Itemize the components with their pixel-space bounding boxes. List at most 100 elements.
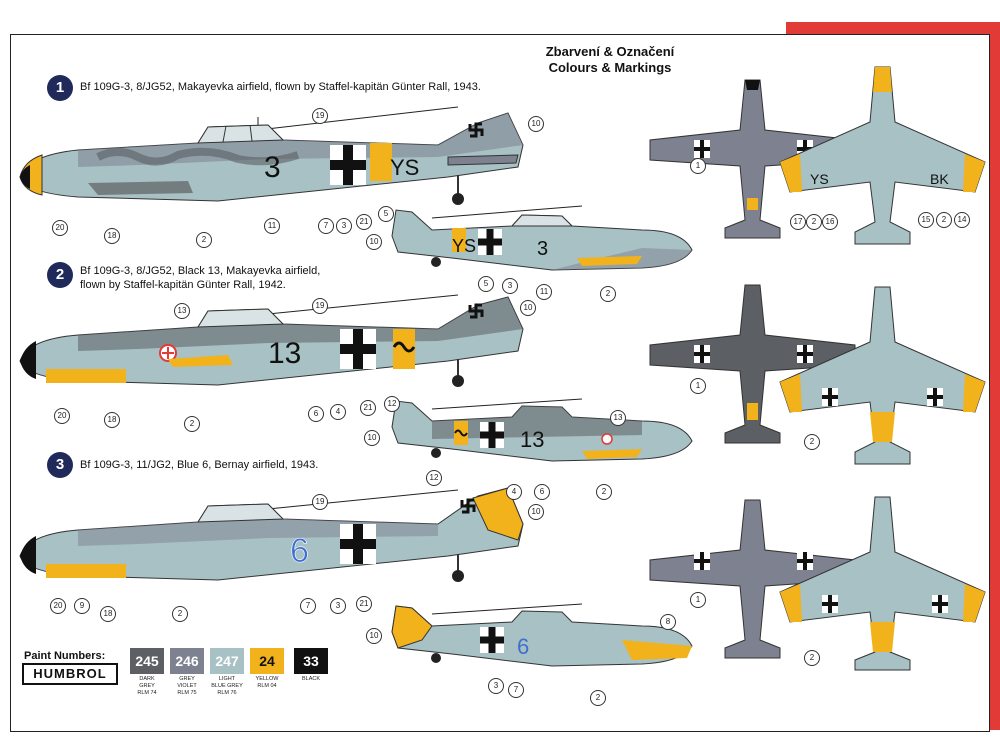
sheet-title: Zbarvení & Označení Colours & Markings [480,44,740,76]
swatch-code: 24 [259,653,275,669]
swatch-247: 247 [210,648,244,674]
scheme-2-caption-line1: Bf 109G-3, 8/JG52, Black 13, Makayevka a… [80,265,321,277]
callout: 4 [330,404,346,420]
callout: 1 [690,378,706,394]
paint-numbers-label: Paint Numbers: [24,650,106,662]
swatch-note: DARK GREY RLM 74 [130,676,164,697]
bottom-left-codes: YS [810,171,829,187]
callout: 19 [312,108,328,124]
title-english: Colours & Markings [548,60,672,75]
bottom-right-codes: BK [930,171,949,187]
scheme-3-side-view: 6 [19,487,524,582]
scheme-1-caption-line1: Bf 109G-3, 8/JG52, Makayevka airfield, f… [80,81,481,93]
swatch-note: YELLOW RLM 04 [250,676,284,690]
title-czech: Zbarvení & Označení [545,44,675,59]
scheme-3-side-code: 6 [290,532,309,570]
swatch-note-line: LIGHT [218,676,236,682]
swatch-note-line: BLUE GREY [211,683,243,689]
callout: 2 [806,214,822,230]
scheme-3-bottom-view [779,496,986,671]
swatch-note-line: GREY [139,683,155,689]
swatch-code: 247 [215,653,239,669]
swatch-note-line: RLM 74 [137,690,157,696]
scheme-2-bottom-view [779,286,986,465]
scheme-2-caption: Bf 109G-3, 8/JG52, Black 13, Makayevka a… [80,264,320,292]
callout: 2 [196,232,212,248]
swatch-24: 24 [250,648,284,674]
callout: 7 [318,218,334,234]
callout: 21 [356,214,372,230]
swatch-note: BLACK [294,676,328,683]
callout: 20 [54,408,70,424]
swatch-245: 245 [130,648,164,674]
callout: 21 [360,400,376,416]
callout: 12 [426,470,442,486]
scheme-1-side-letters: YS [390,155,419,180]
swatch-note-line: DARK [139,676,155,682]
callout: 10 [528,504,544,520]
callout: 2 [172,606,188,622]
scheme-1-side-view: 3 YS [19,106,524,205]
scheme-2-side-code: 13 [268,337,301,370]
callout: 15 [918,212,934,228]
callout: 2 [804,650,820,666]
callout: 20 [50,598,66,614]
callout: 9 [74,598,90,614]
swatch-note-line: RLM 04 [257,683,277,689]
callout: 4 [506,484,522,500]
scheme-3-caption-line1: Bf 109G-3, 11/JG2, Blue 6, Bernay airfie… [80,459,319,471]
scheme-1-right-letters: YS [452,236,476,256]
callout: 3 [502,278,518,294]
callout: 16 [822,214,838,230]
scheme-1-side-view-right: YS 3 [391,205,693,271]
swatch-246: 246 [170,648,204,674]
callout: 2 [804,434,820,450]
swatch-note-line: BLACK [301,676,321,682]
callout: 5 [478,276,494,292]
swatch-note-line: RLM 75 [177,690,197,696]
swatch-note-line: YELLOW [255,676,279,682]
callout: 13 [174,303,190,319]
callout: 12 [384,396,400,412]
callout: 6 [308,406,324,422]
callout: 18 [104,412,120,428]
scheme-3-right-code: 6 [517,634,529,659]
callout: 2 [590,690,606,706]
swatch-code: 245 [135,653,159,669]
callout: 21 [356,596,372,612]
swatch-note-line: GREY [179,676,195,682]
callout: 2 [936,212,952,228]
callout: 11 [264,218,280,234]
callout: 10 [520,300,536,316]
swatch-code: 33 [303,653,319,669]
callout: 18 [104,228,120,244]
scheme-1-badge: 1 [47,75,73,101]
scheme-2-right-code: 13 [520,427,544,452]
swatch-note-line: VIOLET [177,683,197,689]
callout: 14 [954,212,970,228]
scheme-3-caption: Bf 109G-3, 11/JG2, Blue 6, Bernay airfie… [80,458,318,472]
scheme-1-bottom-view: YS BK [779,66,986,245]
callout: 11 [536,284,552,300]
callout: 19 [312,494,328,510]
callout: 10 [366,628,382,644]
scheme-2-side-view: 13 [19,294,524,387]
swatch-note-line: RLM 76 [217,690,237,696]
callout: 10 [366,234,382,250]
callout: 19 [312,298,328,314]
callout: 13 [610,410,626,426]
scheme-1-right-code: 3 [537,238,548,260]
callout: 8 [660,614,676,630]
callout: 2 [596,484,612,500]
humbrol-brand-box: HUMBROL [22,663,118,685]
scheme-1-top-view [649,79,856,239]
scheme-3-side-view-right: 6 [391,603,693,667]
swatch-code: 246 [175,653,199,669]
callout: 10 [364,430,380,446]
callout: 1 [690,158,706,174]
callout: 3 [336,218,352,234]
swatch-note: GREY VIOLET RLM 75 [170,676,204,697]
swatch-33: 33 [294,648,328,674]
scheme-2-badge: 2 [47,262,73,288]
callout: 7 [300,598,316,614]
